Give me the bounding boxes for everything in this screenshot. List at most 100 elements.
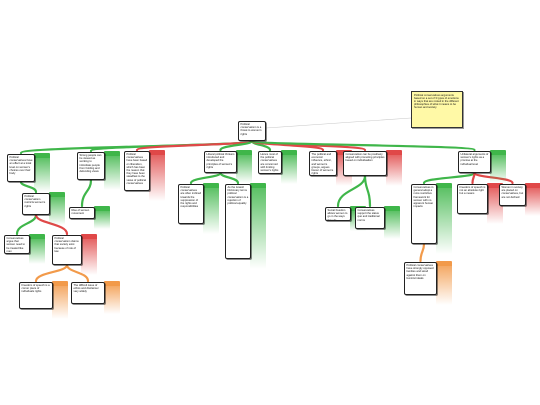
connector-n11 xyxy=(189,171,222,185)
argument-node-text: Rise of women movement xyxy=(71,209,90,216)
argument-node-n16[interactable]: Freedom of speech is not an absolute rig… xyxy=(457,184,488,214)
argument-node-text: The political and economic influence, et… xyxy=(311,153,334,176)
argument-node-text: Political conservatism restricts women's… xyxy=(24,195,46,208)
argument-node-text: Social freedom allows women to go in the… xyxy=(327,209,348,221)
connector-n21 xyxy=(65,263,90,283)
n7-evaluation-column xyxy=(386,155,402,186)
argument-node-text: Freedom of speech is not an absolute rig… xyxy=(459,186,486,196)
argument-node-text: Women in society are placed on conservat… xyxy=(501,186,524,199)
argument-node-n17[interactable]: Women in society are placed on conservat… xyxy=(499,184,526,206)
n1-evaluation-band xyxy=(34,153,50,158)
n18-evaluation-band xyxy=(29,234,45,239)
argument-note-text: Political conservatives arguments based … xyxy=(414,93,459,110)
n12-evaluation-band xyxy=(250,183,266,188)
n17-evaluation-band xyxy=(525,183,540,188)
argument-node-n19[interactable]: Political conservatism claims that socie… xyxy=(52,235,82,265)
argument-node-n4[interactable]: Liberal political thinkers introduced an… xyxy=(204,151,237,173)
argument-node-text: Political conservatives have been based … xyxy=(126,153,148,185)
argument-node-n8[interactable]: Unilateral arguments of women's rights a… xyxy=(458,151,491,173)
n17-evaluation-column xyxy=(525,188,540,216)
argument-node-text: Political conservatism claims that socie… xyxy=(54,237,79,253)
n15-evaluation-column xyxy=(436,188,452,254)
connector-n20 xyxy=(34,263,69,283)
argument-node-n12[interactable]: As the Jewish Dictionary terms political… xyxy=(225,184,251,259)
n3-evaluation-column xyxy=(149,155,165,201)
connector-n18 xyxy=(15,213,38,236)
argument-node-text: Political conservatives have strongly op… xyxy=(406,264,434,280)
argument-note[interactable]: Political conservatives arguments based … xyxy=(411,91,463,128)
argument-node-text: Conservatives argue that women need to b… xyxy=(6,237,25,253)
argument-node-n11[interactable]: Political conservatives are often inclin… xyxy=(178,184,204,224)
argument-node-n18[interactable]: Conservatives argue that women need to b… xyxy=(4,235,30,254)
n7-evaluation-band xyxy=(386,150,402,155)
n16-evaluation-band xyxy=(487,183,503,188)
argument-node-n13[interactable]: Social freedom allows women to go in the… xyxy=(325,207,351,221)
argument-node-text: Conservatives in general adopt a more re… xyxy=(413,186,434,209)
n22-evaluation-band xyxy=(436,261,452,266)
n2-evaluation-column xyxy=(104,156,120,190)
n14-evaluation-band xyxy=(384,206,400,211)
argument-node-text: Hence most of the political conservative… xyxy=(260,153,279,173)
n1-evaluation-column xyxy=(34,158,50,192)
root-claim-node[interactable]: Political conservatism is a threat to wo… xyxy=(238,121,266,141)
n19-evaluation-column xyxy=(81,239,97,275)
n2-evaluation-band xyxy=(104,151,120,156)
argument-node-text: Unilateral arguments of women's rights a… xyxy=(460,153,489,166)
argument-node-text: Freedom of speech is a corner piece of i… xyxy=(21,284,50,294)
n4-evaluation-column xyxy=(236,155,252,183)
n11-evaluation-column xyxy=(203,188,219,234)
n3-evaluation-band xyxy=(149,150,165,155)
argument-node-text: Political conservatives have an effect a… xyxy=(9,156,33,176)
argument-node-n6[interactable]: The political and economic influence, et… xyxy=(309,151,337,176)
root-claim-text: Political conservatism is a threat to wo… xyxy=(240,123,262,136)
argument-node-n20[interactable]: Freedom of speech is a corner piece of i… xyxy=(19,282,53,309)
argument-node-text: Liberal political thinkers introduced an… xyxy=(206,153,235,169)
argument-node-text: The difficult issue of ethics and discla… xyxy=(73,284,99,294)
n9-evaluation-band xyxy=(49,192,65,197)
n4-evaluation-band xyxy=(236,150,252,155)
argument-node-text: Strong people can be viewed as working t… xyxy=(79,154,102,174)
argument-node-n1[interactable]: Political conservatives have an effect a… xyxy=(7,154,35,182)
n18-evaluation-column xyxy=(29,239,45,264)
n10-evaluation-column xyxy=(94,211,110,229)
n8-evaluation-band xyxy=(490,150,506,155)
n5-evaluation-band xyxy=(281,150,297,155)
argument-node-n10[interactable]: Rise of women movement xyxy=(69,207,95,219)
argument-node-text: As the Jewish Dictionary terms political… xyxy=(227,186,249,206)
argument-node-text: Conservatives support the status quo and… xyxy=(357,209,380,222)
n14-evaluation-column xyxy=(384,211,400,239)
argument-node-n2[interactable]: Strong people can be viewed as working t… xyxy=(77,152,105,180)
argument-node-n21[interactable]: The difficult issue of ethics and discla… xyxy=(71,282,105,304)
n20-evaluation-band xyxy=(52,281,68,286)
argument-node-n7[interactable]: Conservatism can be positively aligned w… xyxy=(343,151,387,176)
n15-evaluation-band xyxy=(436,183,452,188)
argument-node-n5[interactable]: Hence most of the political conservative… xyxy=(258,151,282,174)
n9-evaluation-column xyxy=(49,197,65,225)
argument-node-n9[interactable]: Political conservatism restricts women's… xyxy=(22,193,50,215)
n21-evaluation-band xyxy=(104,281,120,286)
n11-evaluation-band xyxy=(203,183,219,188)
argument-node-n14[interactable]: Conservatives support the status quo and… xyxy=(355,207,385,229)
note-connector xyxy=(265,117,412,129)
argument-node-n15[interactable]: Conservatives in general adopt a more re… xyxy=(411,184,437,244)
argument-node-n3[interactable]: Political conservatives have been based … xyxy=(124,151,150,191)
argument-node-n22[interactable]: Political conservatives have strongly op… xyxy=(404,262,437,295)
connector-layer xyxy=(15,117,514,283)
n20-evaluation-column xyxy=(52,286,68,319)
n12-evaluation-column xyxy=(250,188,266,269)
n21-evaluation-column xyxy=(104,286,120,314)
connector-n14 xyxy=(363,174,372,208)
n5-evaluation-column xyxy=(281,155,297,184)
connector-n4 xyxy=(219,139,254,152)
argument-node-text: Conservatism can be positively aligned w… xyxy=(345,153,385,163)
connector-n15 xyxy=(422,171,476,185)
n19-evaluation-band xyxy=(81,234,97,239)
n8-evaluation-column xyxy=(490,155,506,183)
connector-n10 xyxy=(80,178,93,208)
n10-evaluation-band xyxy=(94,206,110,211)
n22-evaluation-column xyxy=(436,266,452,305)
connector-n8 xyxy=(250,139,476,152)
argument-node-text: Political conservatives are often inclin… xyxy=(180,186,201,209)
connector-n22 xyxy=(419,242,426,263)
